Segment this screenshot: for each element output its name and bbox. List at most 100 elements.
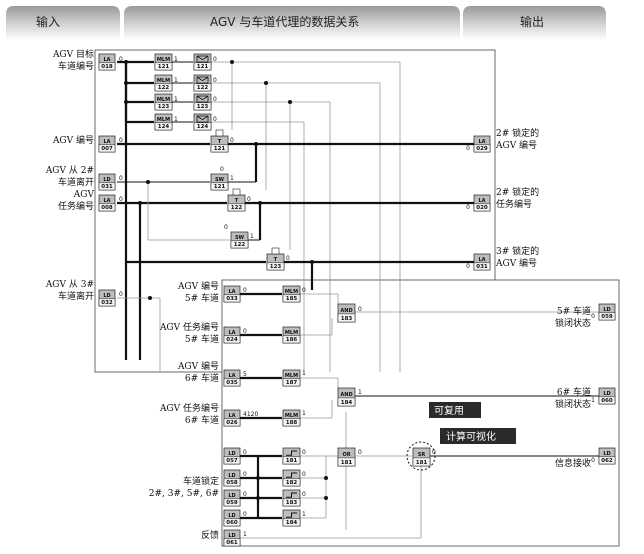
svg-text:AGV 与车道代理的数据关系: AGV 与车道代理的数据关系: [210, 14, 359, 29]
svg-text:反馈: 反馈: [201, 529, 219, 541]
edge-block-182: 182: [282, 469, 301, 487]
block-type: LA: [228, 289, 235, 295]
port-value: 0: [224, 224, 228, 231]
port-value: 4120: [243, 411, 258, 418]
block-type: LD: [228, 533, 235, 539]
block-id: 059: [226, 500, 238, 506]
block-id: 185: [286, 296, 298, 302]
block-id: 123: [158, 104, 170, 110]
port-value: 1: [174, 77, 178, 84]
edge-block-181: 181: [282, 447, 301, 465]
port-value: 0: [243, 511, 247, 518]
upper-wires: [117, 60, 474, 372]
port-value: 0: [230, 137, 234, 144]
block-type: LD: [228, 473, 235, 479]
svg-text:车道离开: 车道离开: [58, 176, 94, 188]
port-value: 1: [250, 233, 254, 240]
block-type: MLM: [157, 117, 170, 123]
block-id: 031: [476, 264, 488, 270]
visualisation-circle: [406, 441, 436, 471]
block-type: T: [274, 257, 278, 263]
mid-label-0: AGV 编号5# 车道: [177, 280, 219, 304]
port-value: 0: [243, 328, 247, 335]
header-relation: AGV 与车道代理的数据关系: [124, 6, 460, 40]
block-id: 122: [197, 85, 209, 91]
block-id: 024: [226, 337, 238, 343]
svg-text:6# 车道: 6# 车道: [185, 414, 219, 426]
compare-block-124: 124: [193, 113, 212, 131]
port-value: 0: [220, 166, 224, 173]
svg-text:AGV 任务编号: AGV 任务编号: [159, 402, 219, 414]
block-type: MLM: [157, 57, 170, 63]
port-value: 0: [432, 449, 436, 456]
block-id: 188: [286, 420, 298, 426]
svg-text:AGV 从 2#: AGV 从 2#: [45, 165, 94, 176]
port-value: 0: [466, 263, 470, 270]
svg-text:输出: 输出: [520, 14, 544, 29]
block-id: 029: [476, 146, 488, 152]
port-value: 0: [302, 491, 306, 498]
input-label-2: AGV 从 2#车道离开: [45, 165, 94, 188]
block-id: 183: [341, 316, 353, 322]
block-type: LD: [228, 451, 235, 457]
block-id: 057: [226, 458, 238, 464]
edge-block-184: 184: [282, 509, 301, 527]
block-id: 122: [234, 242, 246, 248]
block-type: MLM: [285, 289, 298, 295]
callout-visual: 计算可视化: [440, 428, 516, 444]
svg-text:AGV 编号: AGV 编号: [495, 139, 537, 151]
port-value: 0: [213, 116, 217, 123]
port-value: 1: [243, 531, 247, 538]
block-id: 059: [601, 314, 613, 320]
block-id: 062: [601, 458, 613, 464]
edge-block-183: 183: [282, 489, 301, 507]
block-type: LD: [603, 307, 610, 313]
lower-wires: [240, 292, 600, 539]
block-id: 184: [286, 520, 298, 526]
block-id: 026: [226, 420, 238, 426]
junction-dots-lower: [256, 476, 328, 500]
compare-block-122: 122: [193, 74, 212, 92]
mid-label-5: 反馈: [201, 529, 219, 541]
port-value: 0: [358, 306, 362, 313]
block-type: SW: [215, 177, 225, 183]
svg-text:车道锁定: 车道锁定: [183, 475, 219, 487]
port-value: 1: [591, 397, 595, 404]
port-value: 0: [119, 175, 123, 182]
svg-text:任务编号: 任务编号: [496, 198, 532, 210]
svg-text:可复用: 可复用: [434, 404, 464, 417]
port-value: 0: [466, 204, 470, 211]
block-id: 184: [341, 400, 353, 406]
block-id: 121: [214, 146, 226, 152]
block-id: 123: [197, 104, 209, 110]
port-value: 0: [302, 287, 306, 294]
header-output: 输出: [463, 6, 606, 40]
port-value: 0: [591, 313, 595, 320]
port-value: 0: [247, 196, 251, 203]
svg-text:AGV 编号: AGV 编号: [495, 257, 537, 269]
svg-text:2# 锁定的: 2# 锁定的: [496, 127, 539, 139]
block-type: LA: [478, 139, 485, 145]
port-value: 0: [243, 491, 247, 498]
